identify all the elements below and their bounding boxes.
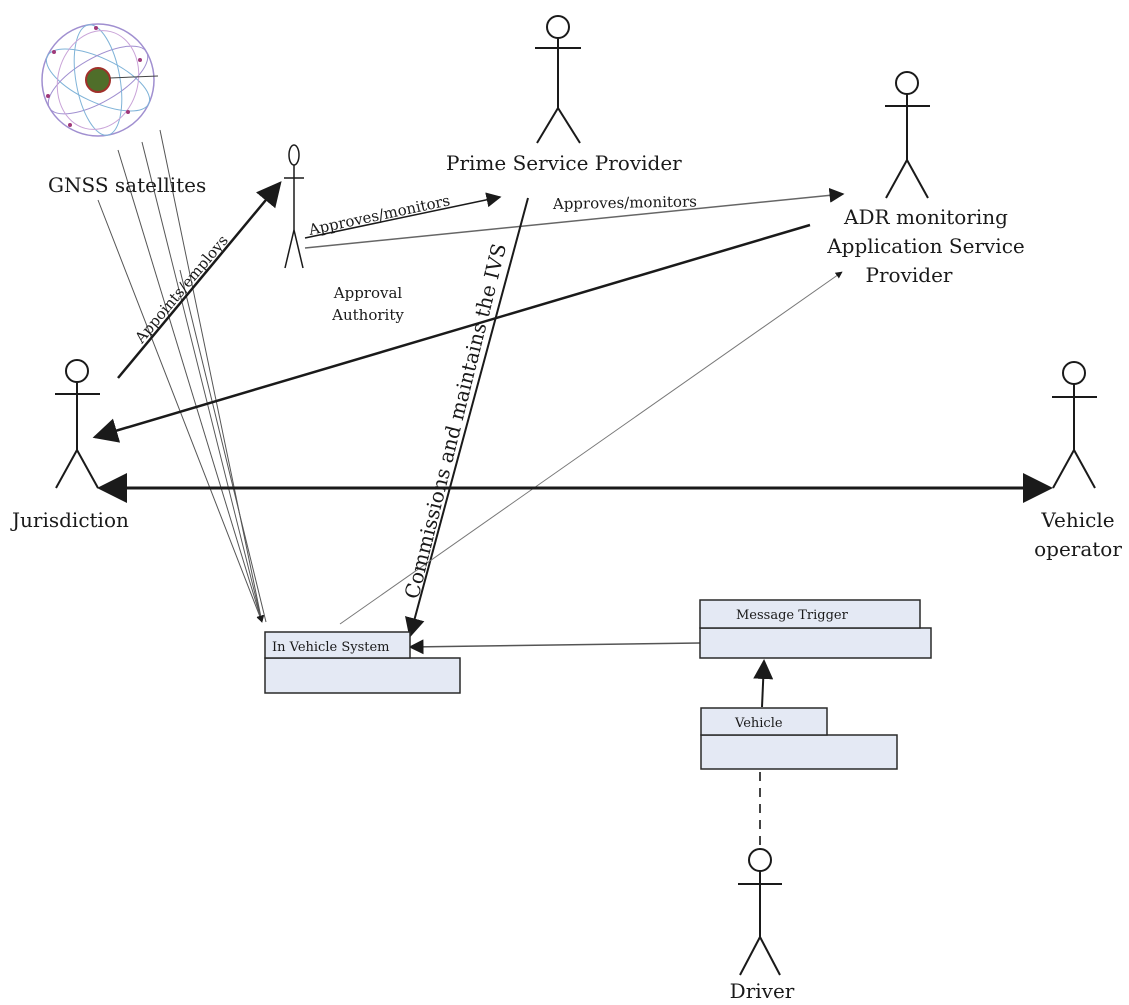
gnss-signal-lines bbox=[97, 129, 267, 623]
approves-prime-arrow bbox=[304, 192, 502, 239]
appoints-arrow bbox=[117, 181, 282, 379]
approval-label-line2: Authority bbox=[331, 306, 404, 324]
operator-label-line2: operator bbox=[1034, 537, 1122, 561]
adr-actor-icon bbox=[885, 71, 930, 199]
commissions-label: Commissions and maintains the IVS bbox=[400, 241, 512, 601]
adr-label-line1: ADR monitoring bbox=[843, 205, 1008, 229]
vehicle-label: Vehicle bbox=[734, 716, 783, 731]
prime-actor-icon bbox=[535, 15, 581, 144]
prime-label: Prime Service Provider bbox=[446, 151, 682, 175]
adr-label-line3: Provider bbox=[866, 263, 953, 287]
adr-label-line2: Application Service bbox=[826, 234, 1025, 258]
operator-label-line1: Vehicle bbox=[1040, 508, 1114, 532]
jurisdiction-label: Jurisdiction bbox=[10, 508, 129, 532]
driver-actor-icon bbox=[738, 848, 782, 976]
message-trigger-component: Message Trigger bbox=[699, 599, 932, 659]
message-trigger-label: Message Trigger bbox=[736, 608, 849, 623]
approves-adr-arrow bbox=[304, 187, 845, 249]
vehicle-component: Vehicle bbox=[700, 707, 898, 770]
vehicle-to-trigger-arrow bbox=[753, 659, 774, 708]
trigger-to-ivs-arrow bbox=[408, 639, 701, 655]
driver-label: Driver bbox=[730, 979, 795, 1003]
approval-authority-actor-icon bbox=[284, 144, 304, 269]
jurisdiction-actor-icon bbox=[55, 359, 100, 489]
gnss-label: GNSS satellites bbox=[48, 173, 206, 197]
adr-to-jurisdiction-arrow bbox=[92, 223, 811, 443]
ivs-to-adr-arrow bbox=[339, 271, 843, 625]
approves-adr-label: Approves/monitors bbox=[552, 192, 697, 213]
gnss-globe-icon bbox=[41, 23, 159, 137]
appoints-label: Appoints/employs bbox=[131, 232, 232, 348]
ivs-label: In Vehicle System bbox=[272, 640, 390, 655]
approves-prime-label: Approves/monitors bbox=[306, 191, 452, 239]
in-vehicle-system-component: In Vehicle System bbox=[264, 631, 461, 694]
commissions-arrow bbox=[405, 197, 529, 638]
approval-label-line1: Approval bbox=[333, 284, 403, 302]
vehicle-operator-actor-icon bbox=[1052, 361, 1097, 489]
